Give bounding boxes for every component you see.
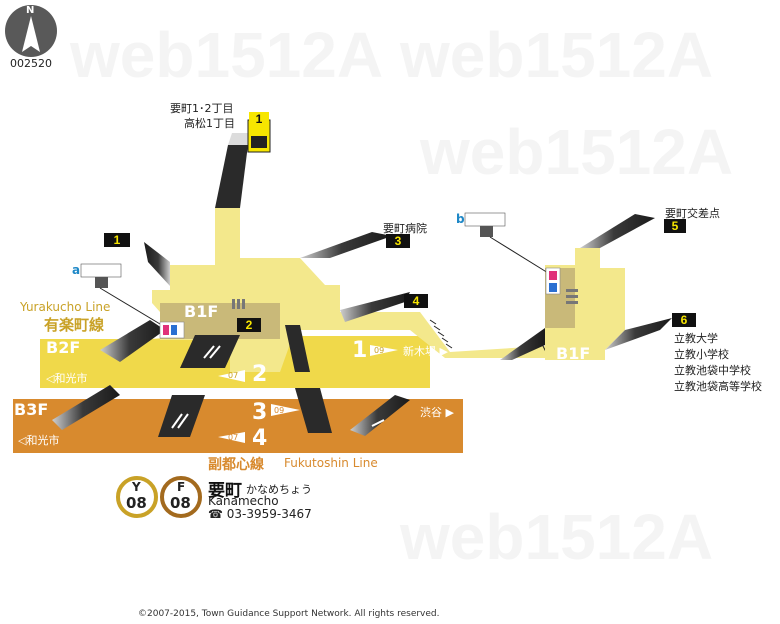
exit-number-1: 1 [104, 233, 130, 247]
exit-number-2: 2 [237, 318, 261, 332]
watermark-text: web1512A [420, 116, 734, 188]
watermark-text: web1512A [70, 19, 384, 91]
platform-number: 3 [252, 400, 268, 425]
yurakucho-line-jp: 有楽町線 [44, 316, 105, 334]
floor-label-b1f: B1F [184, 302, 219, 321]
exit-destination: 要町1･2丁目 [170, 102, 234, 115]
exit-number-1: 1 [249, 112, 269, 126]
exit-destination: 要町病院 [383, 222, 427, 235]
platform-next-code: 07 [228, 371, 239, 380]
station-code-number: 08 [170, 494, 191, 512]
restroom-icon [159, 267, 561, 339]
station-name-kana: かなめちょう [246, 483, 312, 496]
platform-direction: 渋谷 ▶ [420, 406, 454, 419]
platform-direction: ◁和光市 [18, 434, 60, 447]
station-phone: ☎ 03-3959-3467 [208, 507, 312, 521]
leader-line-b [489, 236, 554, 277]
facility-marker-a: a [72, 263, 81, 277]
exit-destination: 高松1丁目 [184, 117, 235, 130]
facility-marker-b: b [456, 212, 465, 226]
yurakucho-line-en: Yurakucho Line [20, 300, 111, 314]
exit-destination: 立教池袋高等学校 [674, 380, 762, 393]
station-code-letter: F [177, 480, 186, 494]
exit-number-3: 3 [386, 234, 410, 248]
copyright-notice: ©2007-2015, Town Guidance Support Networ… [138, 609, 440, 619]
platform-next-code: 09 [374, 346, 385, 355]
floor-label-b1f: B1F [556, 344, 591, 363]
exit-destination: 要町交差点 [665, 207, 720, 220]
watermark-text: web1512A [400, 19, 714, 91]
compass-label: N [26, 5, 35, 16]
station-code-letter: Y [132, 480, 141, 494]
station-name-romaji: Kanamecho [208, 494, 279, 508]
station-name: 要町 [208, 481, 242, 501]
compass-icon [5, 5, 57, 57]
stair-marker [232, 289, 578, 309]
elevator-icon [247, 119, 271, 153]
leader-line-a [99, 287, 166, 328]
exit-destination: 立教大学 [674, 332, 718, 345]
platform-direction: 新木場 ▶ [403, 345, 448, 358]
station-code-number: 08 [126, 494, 147, 512]
platform-direction: ◁和光市 [46, 372, 88, 385]
exit-destination: 立教池袋中学校 [674, 364, 751, 377]
watermark-text: web1512A [400, 501, 714, 573]
passage-b1f [340, 312, 560, 358]
floor-label-b2f: B2F [46, 338, 81, 357]
platform-number: 4 [252, 426, 268, 451]
fukutoshin-line-jp: 副都心線 [208, 457, 264, 473]
platform-number: 1 [352, 338, 368, 363]
platform-next-code: 09 [274, 406, 285, 415]
exit-number-4: 4 [404, 294, 428, 308]
exit-number-5: 5 [664, 219, 686, 233]
floor-label-b3f: B3F [14, 400, 49, 419]
platform-number: 2 [252, 362, 268, 387]
exit-number-6: 6 [672, 313, 696, 327]
direction-pennants [218, 345, 398, 443]
fukutoshin-line-en: Fukutoshin Line [284, 456, 378, 470]
stairs [52, 133, 672, 437]
facility-icons-b [464, 212, 506, 237]
station-code-badges [116, 476, 202, 518]
map-id: 002520 [10, 57, 52, 70]
exit-destination: 立教小学校 [674, 348, 729, 361]
facility-icons-a [80, 263, 122, 288]
escalator-icon [171, 345, 385, 429]
platform-next-code: 07 [228, 433, 239, 442]
